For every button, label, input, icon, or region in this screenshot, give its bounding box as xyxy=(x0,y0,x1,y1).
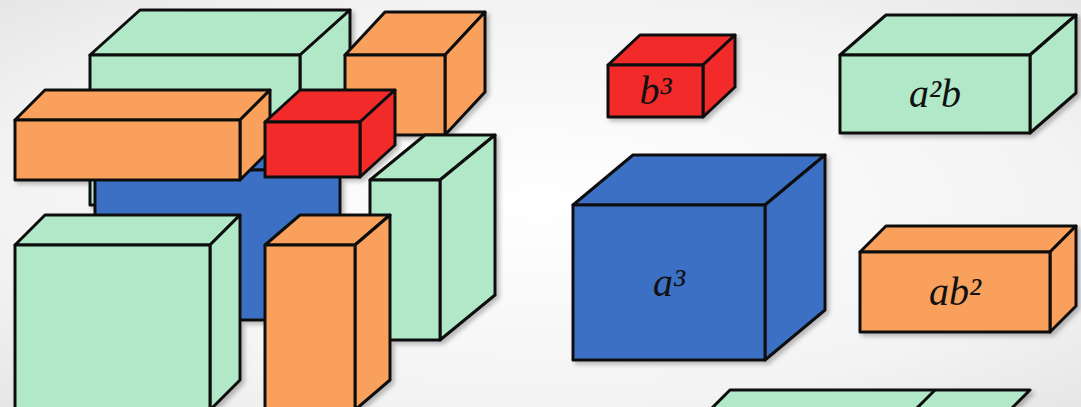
orange-block xyxy=(265,215,390,407)
blue-cube-label: a³ xyxy=(653,263,685,303)
block-piece: b³ xyxy=(608,65,703,117)
green-block xyxy=(840,15,1076,133)
block-piece: a²b xyxy=(840,55,1030,133)
orange-block-label: ab² xyxy=(929,272,981,312)
block-piece: a³ xyxy=(573,205,765,360)
block-piece: ab² xyxy=(860,252,1050,332)
green-block xyxy=(700,390,1030,407)
green-block xyxy=(15,215,240,407)
blue-block xyxy=(573,155,825,360)
red-block xyxy=(265,90,395,177)
orange-block xyxy=(15,90,270,180)
red-block xyxy=(608,35,735,117)
orange-block xyxy=(860,226,1076,332)
green-block-label: a²b xyxy=(909,74,961,114)
red-cube-label: b³ xyxy=(640,71,672,111)
